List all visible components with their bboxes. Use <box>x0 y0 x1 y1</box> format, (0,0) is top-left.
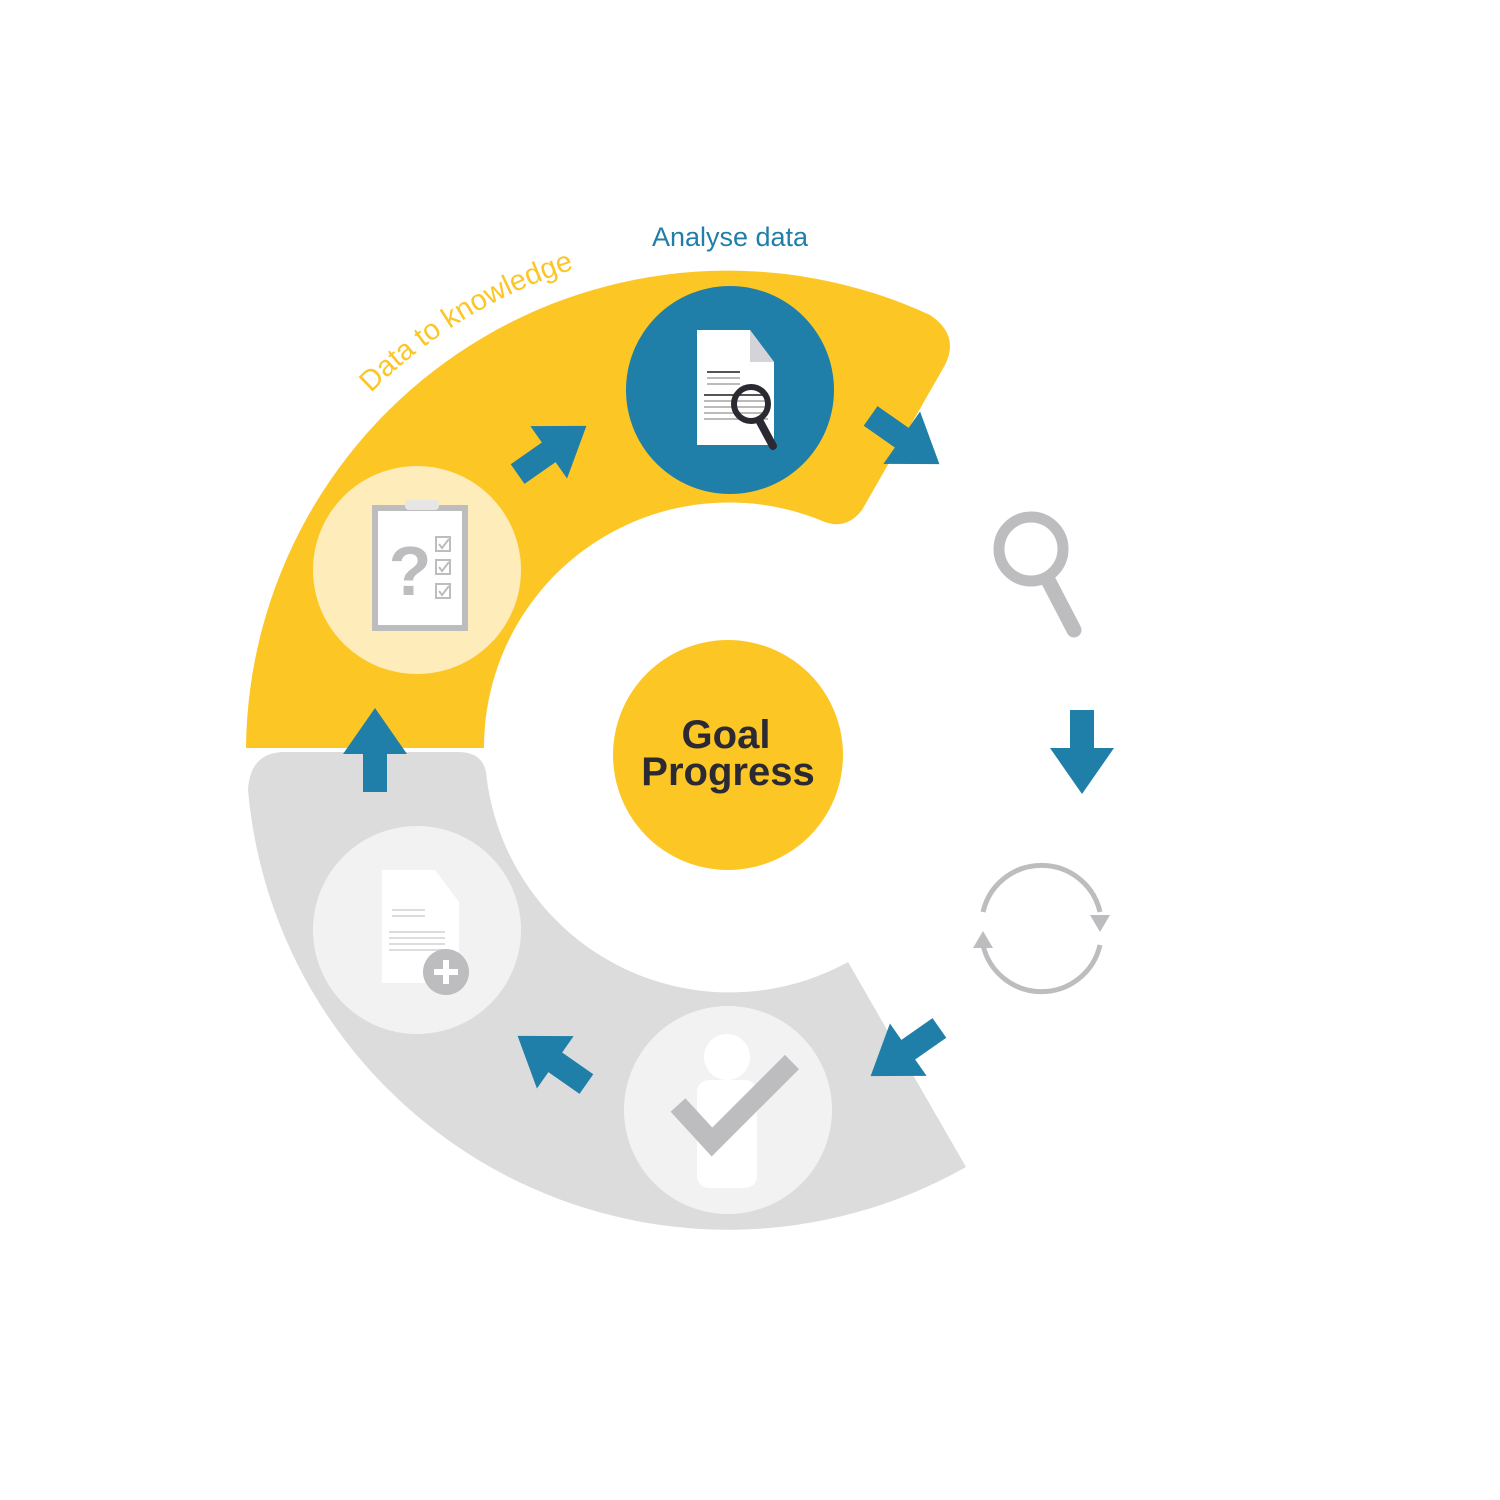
person-check-icon <box>670 1034 800 1188</box>
step-person-check[interactable] <box>624 1006 832 1214</box>
goal-progress-center: Goal Progress <box>613 640 843 870</box>
arrow-down <box>1050 710 1114 794</box>
center-label-line2: Progress <box>641 750 814 794</box>
document-search-icon <box>697 330 777 450</box>
document-add-icon <box>382 870 469 995</box>
refresh-cycle-icon[interactable] <box>973 862 1110 995</box>
magnifier-icon[interactable] <box>993 511 1082 638</box>
center-label-line1: Goal <box>682 713 771 757</box>
step-analyse-data[interactable] <box>626 286 834 494</box>
step-title: Analyse data <box>652 222 809 252</box>
clipboard-question-icon: ? <box>372 500 468 631</box>
step-document-add[interactable] <box>313 826 521 1034</box>
svg-text:?: ? <box>389 532 432 610</box>
step-clipboard[interactable]: ? <box>313 466 521 674</box>
